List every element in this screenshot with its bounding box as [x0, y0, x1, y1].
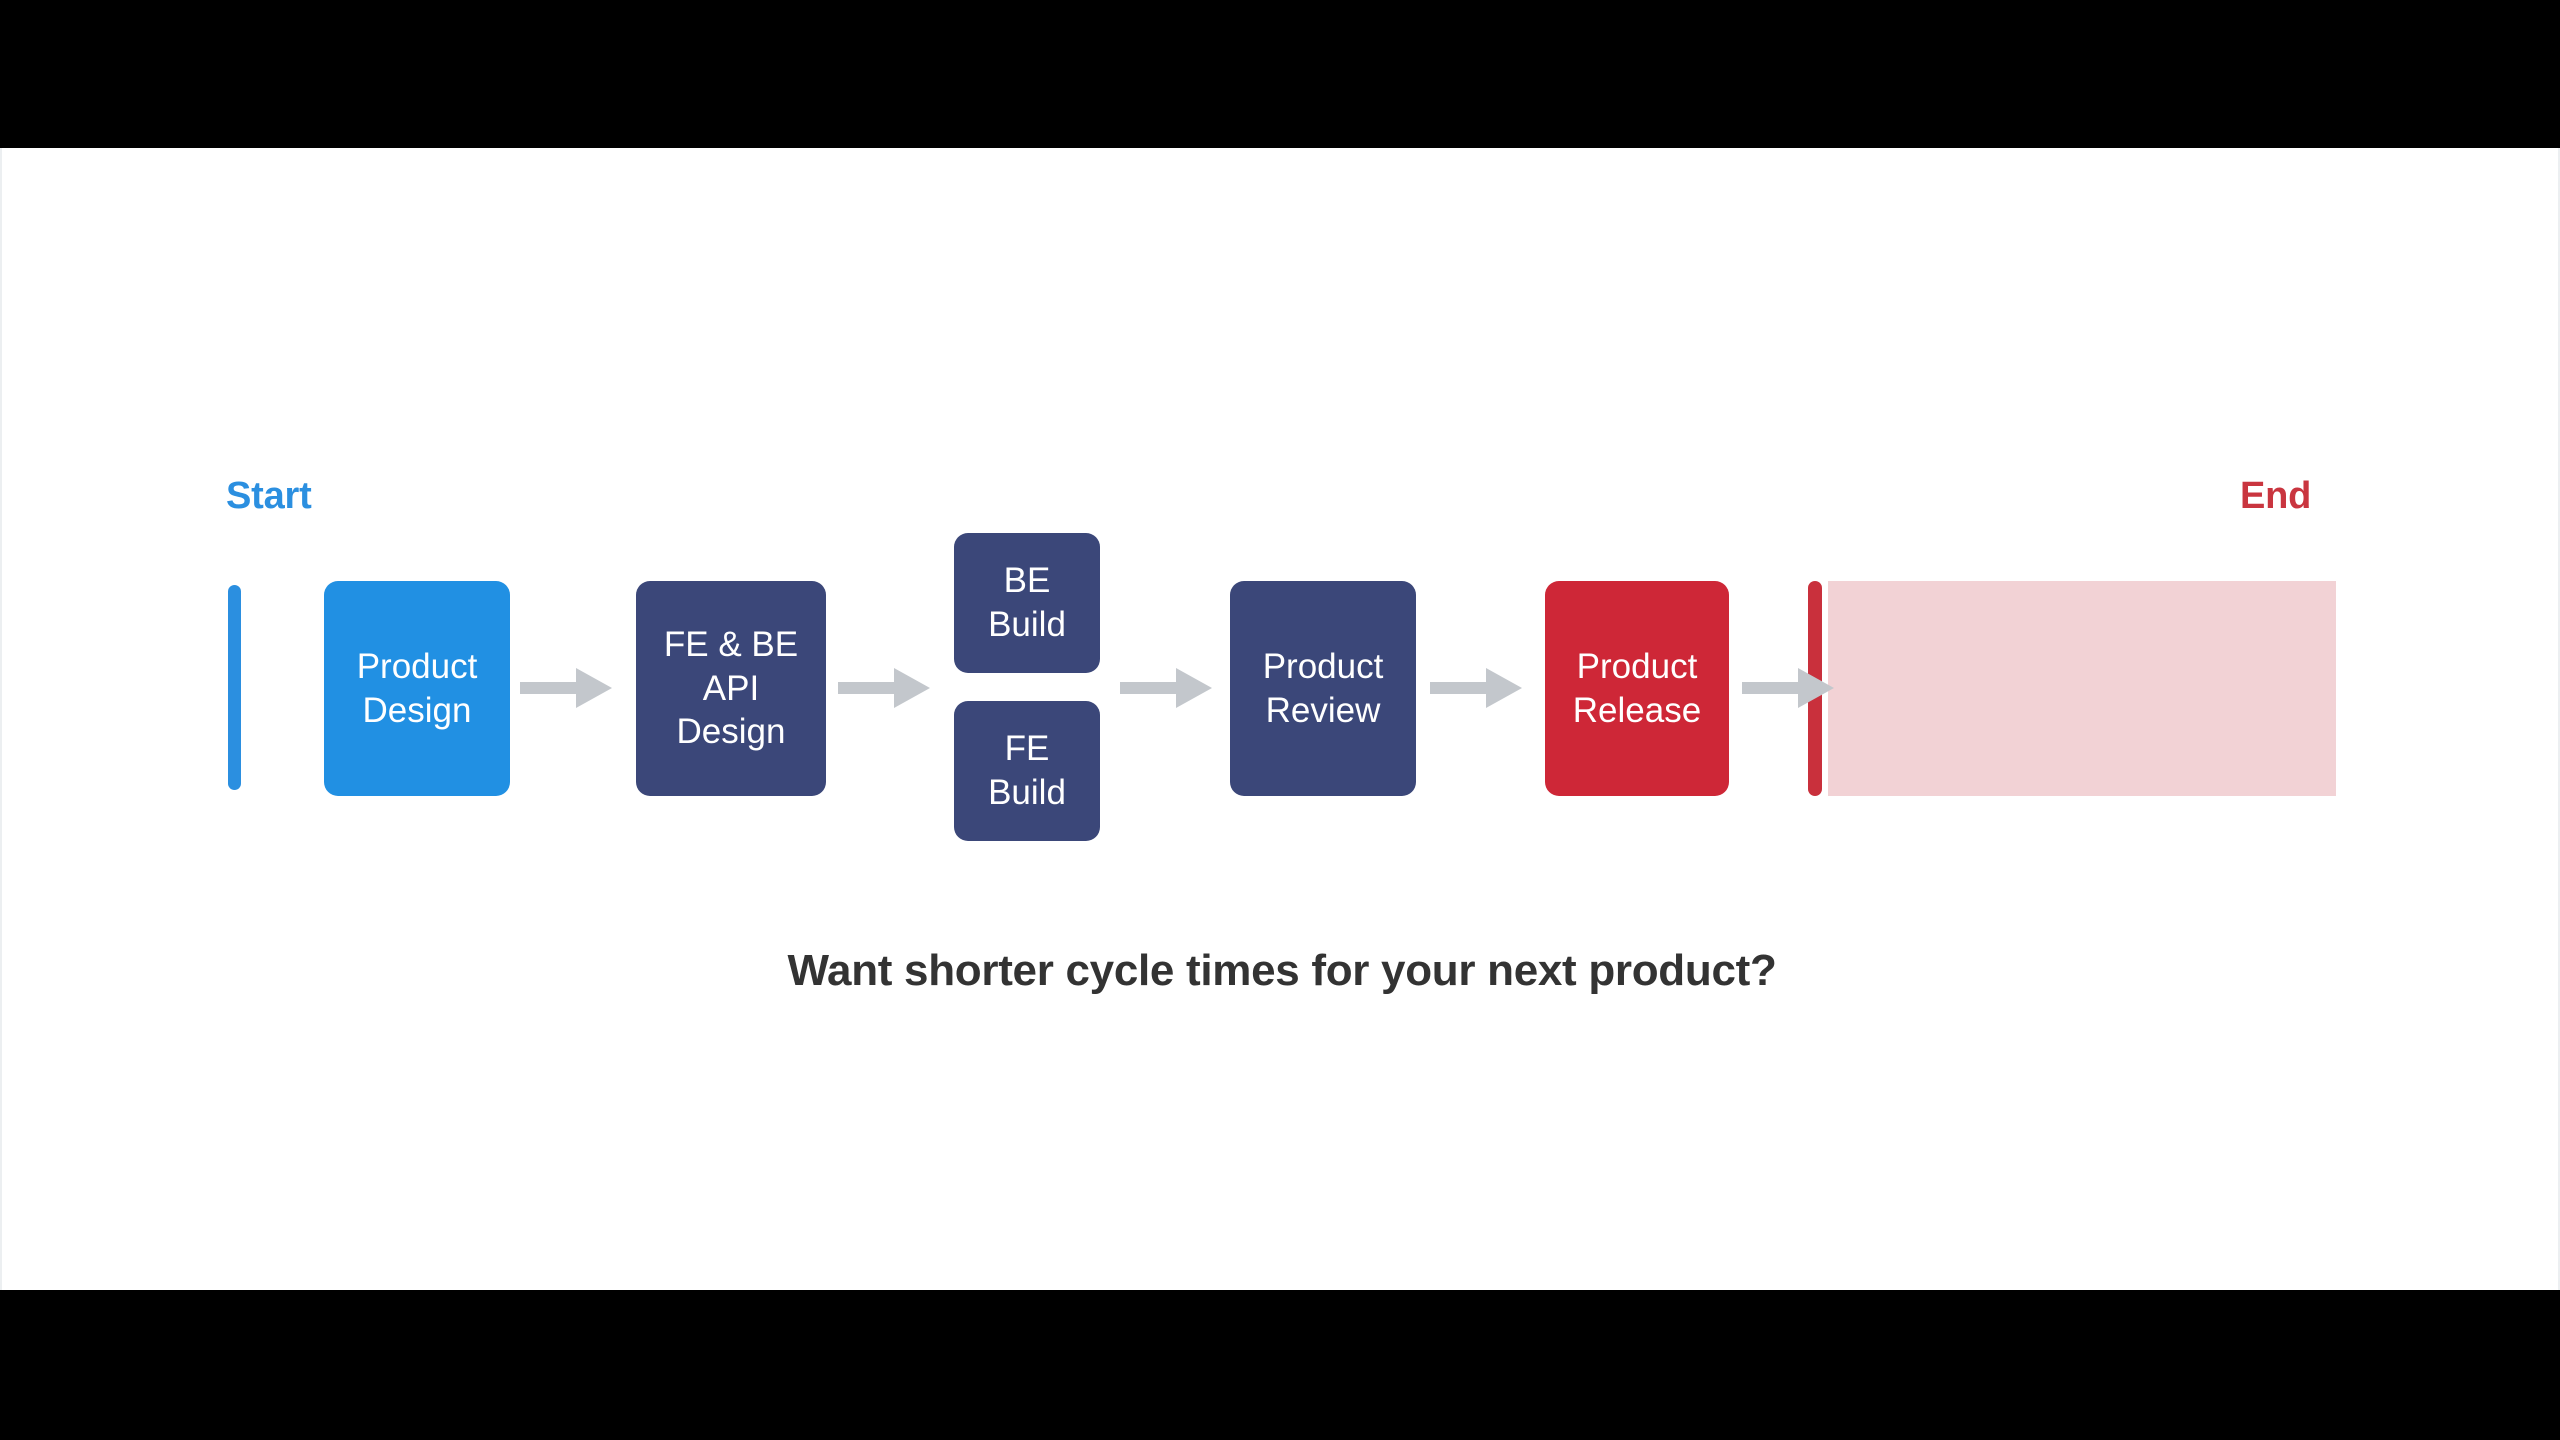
arrow-right-icon [838, 656, 932, 720]
arrow-right-icon [520, 656, 614, 720]
start-marker-bar [228, 585, 241, 790]
slide-caption: Want shorter cycle times for your next p… [787, 946, 1777, 995]
arrow-right-icon [1742, 656, 1836, 720]
arrow-right-icon [1430, 656, 1524, 720]
end-zone-panel [1828, 581, 2336, 796]
end-label: End [2240, 475, 2312, 517]
letterbox-bar-bottom [0, 1290, 2560, 1440]
letterbox-bar-top [0, 0, 2560, 148]
arrow-right-icon [1120, 656, 1214, 720]
start-label: Start [226, 475, 312, 517]
